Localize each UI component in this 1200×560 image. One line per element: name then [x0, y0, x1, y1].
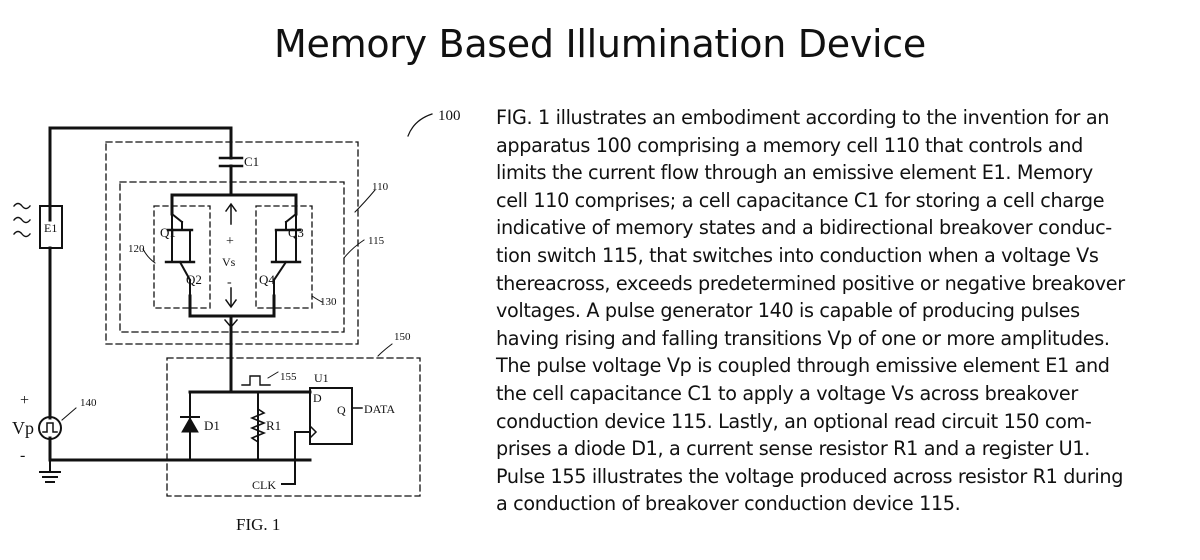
figure-caption: FIG. 1 — [236, 515, 280, 534]
label-d1: D1 — [204, 418, 220, 433]
label-data: DATA — [364, 402, 395, 416]
label-vs-minus: - — [227, 275, 232, 290]
label-vp-minus: - — [20, 447, 25, 464]
transistor-box-130 — [256, 206, 312, 308]
ref-140: 140 — [80, 397, 97, 409]
label-c1: C1 — [244, 154, 259, 169]
label-q1: Q1 — [160, 225, 176, 240]
pulse-155-icon — [242, 376, 270, 385]
diode-d1 — [181, 417, 199, 432]
ref-130: 130 — [320, 296, 337, 308]
label-q2: Q2 — [186, 272, 202, 287]
label-e1: E1 — [44, 221, 57, 235]
ref-110: 110 — [372, 181, 389, 193]
label-vs: Vs — [222, 255, 236, 269]
label-q4: Q4 — [259, 272, 275, 287]
pulse-generator-140 — [39, 417, 61, 439]
ground-icon — [40, 460, 60, 482]
ref-120: 120 — [128, 243, 145, 255]
ref-100: 100 — [438, 108, 461, 124]
clk-wire — [282, 432, 310, 484]
figure-description: FIG. 1 illustrates an embodiment accordi… — [496, 104, 1192, 518]
label-vp-plus: + — [20, 392, 29, 409]
ref-155: 155 — [280, 371, 297, 383]
label-vs-plus: + — [226, 234, 234, 249]
light-emission-icon — [14, 204, 30, 237]
ref-115: 115 — [368, 235, 385, 247]
label-d-pin: D — [313, 391, 322, 405]
label-q3: Q3 — [288, 225, 304, 240]
label-clk: CLK — [252, 478, 276, 492]
label-q-pin: Q — [337, 403, 346, 417]
label-r1: R1 — [266, 418, 281, 433]
label-vp: Vp — [12, 418, 34, 438]
circuit-diagram: 100 110 115 120 130 140 150 155 C1 Q1 Q2… — [0, 0, 500, 560]
label-u1: U1 — [314, 371, 329, 385]
ref-150: 150 — [394, 331, 411, 343]
